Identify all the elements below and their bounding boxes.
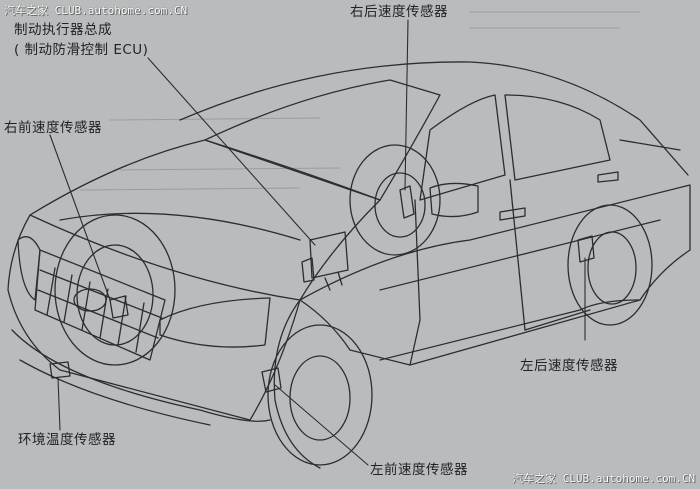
right-rear-wheel (349, 144, 441, 256)
label-right-front-speed-sensor: 右前速度传感器 (4, 120, 102, 136)
label-brake-actuator-line2: ( 制动防滑控制 ECU) (14, 42, 149, 58)
rear-side-window (504, 94, 611, 181)
left-rear-wheel (567, 204, 653, 326)
lower-bumper (19, 359, 211, 426)
right-front-wheel (54, 214, 176, 366)
label-ambient-temp-sensor: 环境温度传感器 (18, 432, 116, 448)
leader-lines (49, 19, 586, 466)
watermark-top: 汽车之家 CLUB.autohome.com.CN (4, 4, 188, 17)
right-headlight (159, 297, 271, 348)
car-roof-outline (179, 61, 689, 176)
hood (29, 139, 381, 301)
front-door (409, 179, 526, 366)
front-fascia (7, 214, 301, 421)
grille (34, 249, 166, 361)
rocker-panel (379, 299, 641, 361)
left-front-wheel (267, 324, 373, 466)
hood-crease (59, 212, 301, 241)
rear-door (524, 309, 591, 331)
bumper (11, 329, 271, 422)
left-front-sensor (261, 367, 282, 393)
windshield (204, 79, 441, 201)
bleed-through-text (79, 11, 641, 191)
ambient-sensor (49, 361, 71, 379)
watermark-bottom: 汽车之家 CLUB.autohome.com.CN (512, 472, 696, 485)
side-body (299, 184, 691, 366)
door-handle-front (499, 207, 526, 221)
label-brake-actuator-line1: 制动执行器总成 (14, 22, 112, 38)
right-rear-sensor (399, 185, 415, 219)
label-brake-actuator: 制动执行器总成 ( 制动防滑控制 ECU) (14, 22, 148, 58)
side-mirror (429, 182, 479, 218)
label-right-rear-speed-sensor: 右后速度传感器 (350, 4, 448, 20)
left-headlight-area (17, 236, 41, 301)
brake-actuator-assembly (301, 231, 349, 291)
left-rear-sensor (577, 235, 595, 263)
right-front-sensor (109, 295, 129, 319)
label-left-front-speed-sensor: 左前速度传感器 (370, 462, 468, 478)
door-handle-rear (597, 171, 619, 183)
label-left-rear-speed-sensor: 左后速度传感器 (520, 358, 618, 374)
front-side-window (419, 94, 506, 201)
